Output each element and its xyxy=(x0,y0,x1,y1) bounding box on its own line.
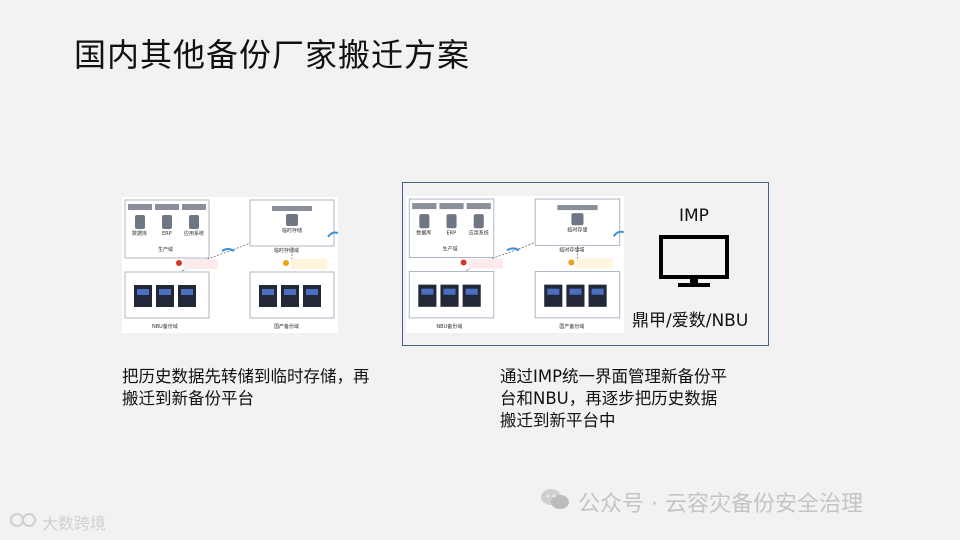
zone-nbu-label: NBU备份域 xyxy=(152,323,178,330)
zone-domestic-label: 国产备份域 xyxy=(559,323,584,330)
db-label-1: 数据库 xyxy=(132,230,147,237)
migration-diagram-left: 数据库 ERP 应用系统 生产域 临时存储 临时存储域 NBU备份域 国产备份域 xyxy=(122,197,338,333)
watermark-text: 公众号 · 云容灾备份安全治理 xyxy=(578,492,863,517)
imp-label: IMP xyxy=(679,206,709,226)
description-right: 通过IMP统一界面管理新备份平台和NBU，再逐步把历史数据搬迁到新平台中 xyxy=(500,367,728,430)
zone-temp-label: 临时存储域 xyxy=(559,246,584,253)
zone-production-label: 生产域 xyxy=(158,246,173,253)
db-label-2: ERP xyxy=(162,231,172,237)
slide-title: 国内其他备份厂家搬迁方案 xyxy=(74,36,471,74)
db-label-1: 数据库 xyxy=(416,229,431,236)
monitor-icon xyxy=(658,234,730,294)
diagram-svg-left: 数据库 ERP 应用系统 生产域 临时存储 临时存储域 NBU备份域 国产备份域 xyxy=(124,199,338,330)
corner-logo-text: 大数跨境 xyxy=(42,514,107,533)
corner-logo: 大数跨境 xyxy=(10,510,106,534)
diagram-svg-right: 数据库 ERP 应用系统 生产域 临时存储 临时存储域 NBU备份域 国产备份域 xyxy=(408,198,624,330)
zone-production-label: 生产域 xyxy=(442,245,457,252)
migration-diagram-right: 数据库 ERP 应用系统 生产域 临时存储 临时存储域 NBU备份域 国产备份域 xyxy=(406,196,624,333)
watermark: 公众号 · 云容灾备份安全治理 xyxy=(540,486,863,518)
temp-storage-label: 临时存储 xyxy=(282,227,302,234)
description-left: 把历史数据先转储到临时存储，再搬迁到新备份平台 xyxy=(122,367,370,408)
vendor-list-label: 鼎甲/爱数/NBU xyxy=(632,311,749,331)
db-label-2: ERP xyxy=(447,230,457,236)
logo-icon xyxy=(10,511,38,533)
db-label-3: 应用系统 xyxy=(184,230,204,237)
zone-temp-label: 临时存储域 xyxy=(274,247,299,254)
temp-storage-label: 临时存储 xyxy=(567,226,587,233)
zone-nbu-label: NBU备份域 xyxy=(436,323,462,330)
wechat-icon xyxy=(540,487,570,517)
db-label-3: 应用系统 xyxy=(469,229,489,236)
zone-domestic-label: 国产备份域 xyxy=(274,323,299,330)
